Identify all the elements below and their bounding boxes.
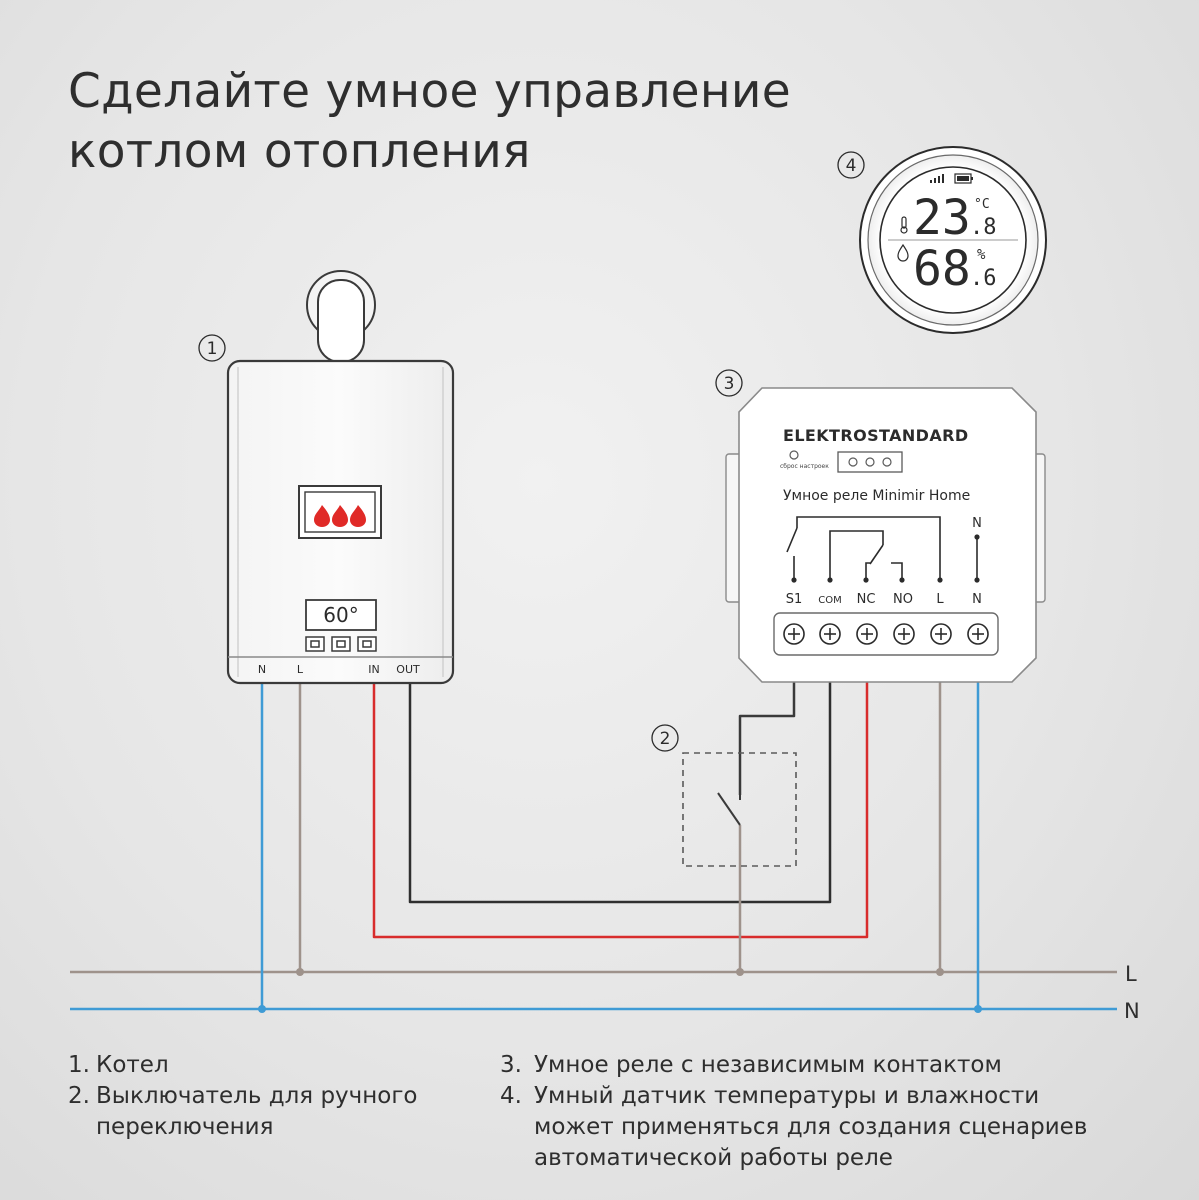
legend-text: Котел [96, 1052, 169, 1078]
legend-left: 1. Котел 2. Выключатель для ручного пере… [68, 1050, 418, 1143]
legend-right: 3. Умное реле с независимым контактом 4.… [500, 1050, 1087, 1174]
manual-switch [682, 752, 797, 867]
switch-lever [717, 792, 741, 826]
screw-icon [783, 623, 805, 645]
relay-body [738, 387, 1037, 683]
relay-model-name: Умное реле Minimir Home [783, 488, 970, 504]
relay-terminal-s1: S1 [786, 592, 803, 607]
humidity-unit: % [977, 247, 986, 263]
marker-relay: 3 [715, 369, 743, 397]
svg-text:3: 3 [724, 374, 735, 394]
temperature-unit: °C [974, 197, 990, 212]
screw-icon [819, 623, 841, 645]
marker-switch: 2 [651, 724, 679, 752]
legend-item-4: 4. Умный датчик температуры и влажности … [500, 1081, 1087, 1174]
screw-icon [930, 623, 952, 645]
screw-icon [856, 623, 878, 645]
screw-icon [967, 623, 989, 645]
marker-boiler: 1 [198, 334, 226, 362]
neutral-bus-label: N [1124, 999, 1140, 1023]
boiler-terminal-l: L [297, 663, 304, 676]
legend-text-cont: автоматической работы реле [534, 1145, 893, 1171]
relay-schematic-dots [791, 534, 980, 583]
boiler: 60° N L IN OUT [226, 270, 455, 685]
humidity-value: 68 [913, 241, 971, 297]
flame-icon [314, 505, 366, 527]
boiler-out-wire [408, 682, 832, 904]
boiler-terminal-n: N [258, 663, 266, 676]
legend-item-1: 1. Котел [68, 1050, 418, 1081]
relay-terminal-no: NO [893, 592, 913, 607]
legend-num: 2. [68, 1083, 90, 1109]
svg-text:2: 2 [660, 729, 671, 749]
legend-text-cont: может применяться для создания сценариев [534, 1114, 1088, 1140]
reset-button[interactable] [789, 450, 799, 460]
boiler-temp-display [305, 599, 377, 631]
temperature-decimal: .8 [970, 215, 997, 240]
line-bus-label: L [1125, 962, 1137, 986]
page-title: Сделайте умное управление котлом отоплен… [68, 62, 791, 182]
svg-text:4: 4 [846, 156, 857, 176]
legend-text: Умный датчик температуры и влажности [534, 1083, 1040, 1109]
title-line-2: котлом отопления [68, 124, 531, 179]
boiler-control-buttons [305, 636, 377, 652]
boiler-in-wire [372, 682, 869, 939]
humidity-decimal: .6 [970, 266, 997, 291]
reset-label: сброс настроек [780, 463, 829, 470]
legend-num: 3. [500, 1052, 522, 1078]
relay-terminal-l: L [936, 592, 944, 607]
relay-terminal-com: COM [818, 595, 841, 606]
boiler-terminal-out: OUT [396, 663, 420, 676]
humidity-drop-icon [897, 243, 909, 262]
screw-icon [893, 623, 915, 645]
thermometer-icon [900, 216, 908, 234]
legend-text: Умное реле с независимым контактом [534, 1052, 1002, 1078]
schematic-n-label: N [972, 516, 982, 531]
legend-text: Выключатель для ручного [96, 1083, 418, 1109]
signal-icon [930, 174, 944, 183]
boiler-flue-pipe [317, 279, 365, 363]
boiler-temp-value: 60° [323, 603, 358, 627]
legend-item-3: 3. Умное реле с независимым контактом [500, 1050, 1087, 1081]
temperature-humidity-sensor: 23 .8 °C 68 .6 % [859, 146, 1047, 334]
boiler-terminal-in: IN [368, 663, 379, 676]
relay-brand: ELEKTROSTANDARD [783, 426, 969, 445]
relay-terminal-n: N [972, 592, 982, 607]
relay-terminal-nc: NC [857, 592, 876, 607]
s1-wire [738, 682, 796, 795]
relay-led-strip [837, 451, 903, 473]
smart-relay: ELEKTROSTANDARD сброс настроек Умное рел… [725, 387, 1046, 683]
legend-num: 4. [500, 1083, 522, 1109]
battery-icon [954, 173, 973, 184]
terminal-screws [783, 623, 989, 645]
marker-sensor: 4 [837, 151, 865, 179]
relay-terminal-block [773, 612, 999, 656]
junction-dots [258, 968, 982, 1013]
temperature-value: 23 [913, 190, 971, 246]
legend-num: 1. [68, 1052, 90, 1078]
relay-schematic [786, 516, 978, 580]
legend-text-cont: переключения [96, 1114, 274, 1140]
title-line-1: Сделайте умное управление [68, 64, 791, 119]
legend-item-2: 2. Выключатель для ручного переключения [68, 1081, 418, 1143]
svg-text:1: 1 [207, 339, 218, 359]
